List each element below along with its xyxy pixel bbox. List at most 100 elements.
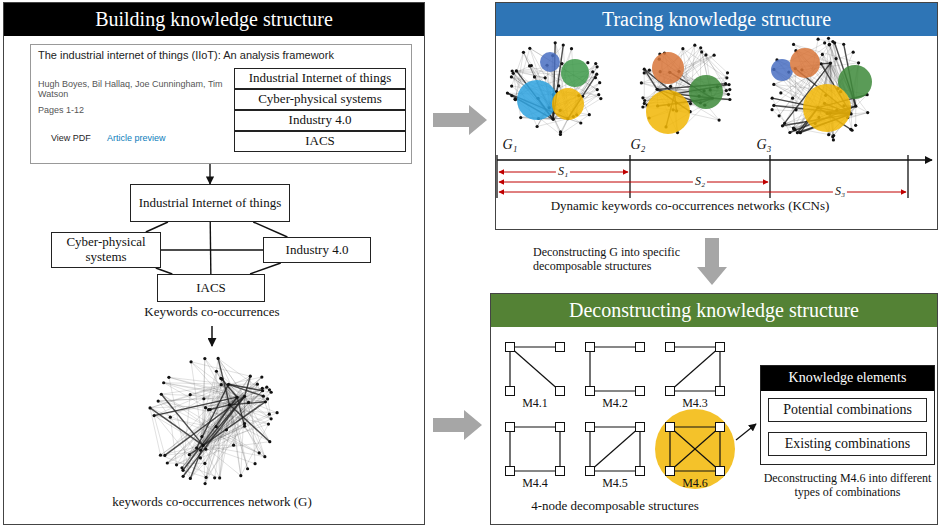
figure-caption: keywords co-occurrences network (G) [62, 495, 362, 510]
motif-node [666, 423, 675, 432]
motif-node [636, 467, 645, 476]
network-link [206, 390, 269, 478]
network-dot [827, 133, 830, 136]
network-dot [640, 81, 643, 84]
network-dot [772, 104, 775, 107]
network-dot [203, 357, 206, 360]
network-dot [828, 43, 831, 46]
network-link [205, 359, 237, 398]
network-dot [792, 43, 795, 46]
motif-node [586, 467, 595, 476]
network-dot [796, 131, 799, 134]
motif-node [716, 343, 725, 352]
motif-edge [639, 427, 640, 471]
cluster-circle [790, 48, 820, 78]
network-link [200, 445, 233, 458]
network-dot [261, 387, 264, 390]
network-dot [792, 126, 795, 129]
keyword-node: Industry 4.0 [263, 237, 371, 263]
network-dot [268, 413, 271, 416]
network-link [154, 416, 165, 456]
network-link [230, 377, 262, 405]
network-dot [510, 94, 513, 97]
motif-edge [670, 427, 720, 471]
network-dot [225, 428, 228, 431]
network-link [161, 384, 228, 394]
network-link [268, 399, 272, 419]
motif-structure [586, 423, 645, 476]
co-occurrence-link [146, 222, 168, 232]
cluster-circle [561, 59, 589, 87]
network-link [154, 397, 237, 415]
network-dot [557, 84, 560, 87]
network-dot [728, 98, 731, 101]
cluster-circle [771, 59, 793, 81]
network-dot [643, 68, 646, 71]
network-dot [163, 454, 166, 457]
motif-node [586, 423, 595, 432]
motif-edge [719, 347, 720, 391]
motif-edge [670, 347, 720, 391]
network-dot [779, 91, 782, 94]
network-link [165, 442, 270, 456]
motif-edge [509, 427, 510, 471]
network-link [218, 358, 237, 397]
network-link [170, 417, 176, 465]
motif-label: M4.1 [522, 397, 548, 411]
network-dot [596, 88, 599, 91]
cluster-circle [652, 52, 684, 84]
network-dot [159, 454, 162, 457]
network-dot [713, 54, 716, 57]
network-dot [207, 408, 210, 411]
network-dot [160, 393, 163, 396]
network-dot [704, 53, 707, 56]
network-dot [200, 435, 203, 438]
co-occurrence-link [253, 222, 287, 237]
article-card: The industrial internet of things (IIoT)… [30, 44, 412, 164]
network-link [150, 385, 221, 408]
network-dot [275, 411, 278, 414]
network-link [245, 384, 258, 426]
motif-label: M4.6 [682, 477, 708, 491]
network-dot [778, 114, 781, 117]
motif-structure [506, 343, 565, 396]
pdf-link: View PDF [51, 133, 91, 143]
network-dot [232, 444, 235, 447]
network-link [216, 371, 244, 396]
network-dot [700, 50, 703, 53]
network-dot [594, 62, 597, 65]
network-dot [559, 130, 562, 133]
network-link [818, 39, 844, 44]
span-label: S₁ [556, 165, 570, 179]
motif-node [556, 343, 565, 352]
network-dot [266, 397, 269, 400]
network-dot [533, 75, 536, 78]
network-link [158, 401, 214, 478]
motif-label: M4.5 [602, 477, 628, 491]
cluster-circle [517, 48, 872, 134]
motif-node [716, 467, 725, 476]
keyword-node: Cyber-physical systems [51, 232, 161, 268]
network-dot [852, 51, 855, 54]
motif-node [586, 343, 595, 352]
network-dot [643, 99, 646, 102]
network-dot [204, 448, 207, 451]
network-dot [648, 69, 651, 72]
network-link [230, 377, 262, 405]
network-link [191, 362, 250, 376]
network-dot [770, 108, 773, 111]
network-dot [866, 111, 869, 114]
network-link [221, 378, 248, 468]
network-link [679, 55, 714, 71]
network-dot [189, 393, 192, 396]
network-dot [215, 370, 218, 373]
timeline [497, 159, 932, 160]
network-dot [832, 138, 835, 141]
stage-panel: Tracing knowledge structure [495, 2, 938, 230]
keyword-network [506, 41, 603, 136]
cluster-circle [552, 88, 584, 120]
network-dot [199, 456, 202, 459]
motif-caption: 4-node decomposable structures [515, 499, 715, 514]
network-dot [817, 38, 820, 41]
network-dot [821, 53, 824, 56]
